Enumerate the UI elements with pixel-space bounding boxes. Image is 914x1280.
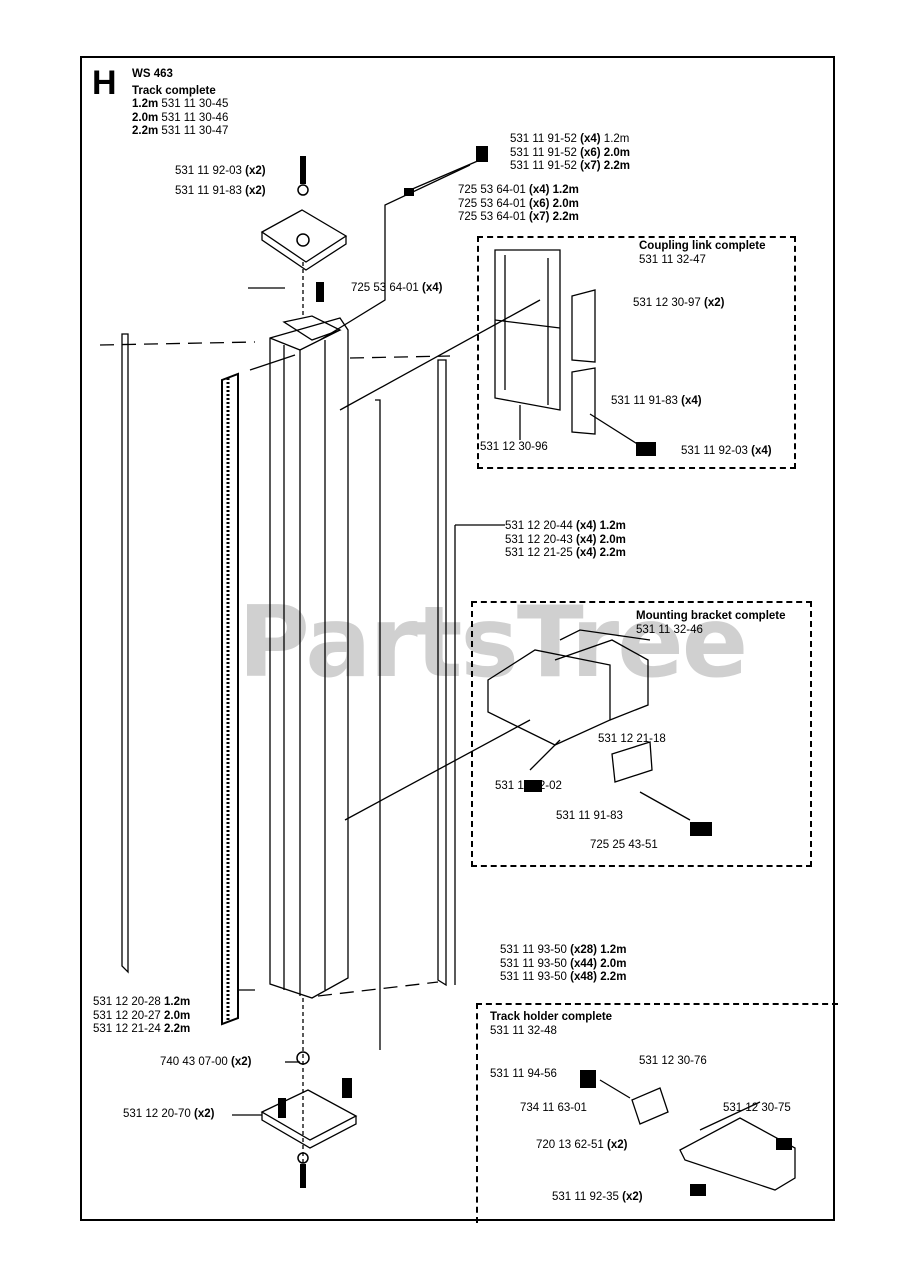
callout-bottom-plate: 531 12 20-70 (x2) (123, 1108, 215, 1120)
holder-item: 531 11 94-56 (490, 1068, 557, 1080)
mounting-part: 531 11 32-46 (636, 624, 703, 636)
holder-item: 531 12 30-76 (639, 1055, 707, 1067)
coupling-item: 531 12 30-97 (x2) (633, 297, 725, 309)
callout-rivet-group: 531 11 93-50 (x28) 1.2m 531 11 93-50 (x4… (500, 944, 627, 983)
coupling-title: Coupling link complete (639, 240, 766, 252)
watermark: PartsTree (238, 586, 748, 700)
callout-bottom-washer: 740 43 07-00 (x2) (160, 1056, 252, 1068)
cover-strip (121, 333, 129, 974)
coupling-item: 531 12 30-96 (480, 441, 548, 453)
holder-item: 720 13 62-51 (x2) (536, 1139, 628, 1151)
holder-title: Track holder complete (490, 1011, 613, 1023)
callout-nut-group: 531 11 91-52 (x4) 1.2m 531 11 91-52 (x6)… (510, 133, 631, 172)
holder-item: 734 11 63-01 (520, 1102, 587, 1114)
coupling-link-box (477, 236, 796, 469)
callout-rack-group: 531 12 20-28 1.2m 531 12 20-27 2.0m 531 … (93, 996, 191, 1035)
mounting-item: 531 12 21-18 (598, 733, 666, 745)
header-block: WS 463 Track complete 1.2m 531 11 30-45 … (132, 68, 228, 139)
holder-item: 531 11 92-35 (x2) (552, 1191, 643, 1203)
coupling-header: Coupling link complete (639, 240, 766, 254)
coupling-part: 531 11 32-47 (639, 254, 706, 266)
mounting-item: 531 11 91-83 (556, 810, 623, 822)
header-line: 2.0m 531 11 30-46 (132, 111, 229, 124)
holder-item: 531 12 30-75 (723, 1102, 791, 1114)
mounting-item: 531 11 92-02 (495, 780, 562, 792)
mounting-bracket-box (471, 601, 812, 867)
header-title: Track complete (132, 84, 216, 97)
mounting-title: Mounting bracket complete (636, 610, 786, 622)
callout-top-washer: 531 11 91-83 (x2) (175, 185, 266, 197)
mounting-item: 725 25 43-51 (590, 839, 658, 851)
coupling-item: 531 11 92-03 (x4) (681, 445, 772, 457)
track-holder-box (476, 1003, 838, 1223)
callout-top-bolt: 531 11 92-03 (x2) (175, 165, 266, 177)
header-line: 1.2m 531 11 30-45 (132, 98, 229, 110)
side-rail (437, 359, 447, 987)
section-letter: H (92, 64, 117, 102)
model-name: WS 463 (132, 68, 173, 80)
coupling-item: 531 11 91-83 (x4) (611, 395, 702, 407)
callout-plate-screw: 725 53 64-01 (x4) (351, 282, 443, 294)
track-extrusion (269, 317, 349, 999)
holder-part: 531 11 32-48 (490, 1025, 557, 1037)
gear-rack (221, 372, 239, 1026)
top-plate (260, 209, 348, 263)
callout-rail-group: 531 12 20-44 (x4) 1.2m 531 12 20-43 (x4)… (505, 520, 626, 559)
bottom-plate (260, 1089, 358, 1141)
header-line: 2.2m 531 11 30-47 (132, 125, 229, 137)
callout-screw-group: 725 53 64-01 (x4) 1.2m 725 53 64-01 (x6)… (458, 184, 579, 223)
diagram-frame (80, 56, 835, 1221)
